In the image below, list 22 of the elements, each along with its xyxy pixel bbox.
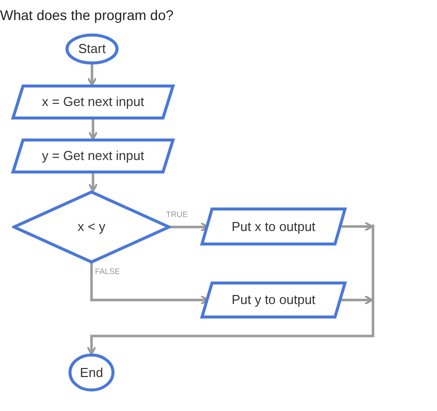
node-text: x = Get next input xyxy=(42,93,144,112)
node-text: Put y to output xyxy=(232,291,316,310)
node-text: End xyxy=(80,364,104,382)
node-text: x < y xyxy=(78,218,106,236)
input-output-parallelogram xyxy=(13,140,173,172)
node-text: Start xyxy=(78,40,106,58)
input-output-parallelogram xyxy=(13,86,173,118)
node-text: y = Get next input xyxy=(42,147,144,166)
edge-label: TRUE xyxy=(166,211,188,219)
arrow xyxy=(340,295,373,305)
title: What does the program do? xyxy=(0,6,174,25)
terminal-oval xyxy=(70,355,113,390)
terminal-oval xyxy=(67,35,117,63)
node-text: Put x to output xyxy=(232,218,316,236)
arrow xyxy=(88,118,98,140)
input-output-parallelogram xyxy=(202,283,345,317)
input-output-parallelogram xyxy=(202,209,345,244)
edge-label: FALSE xyxy=(95,268,120,276)
arrow xyxy=(88,172,98,192)
arrow xyxy=(340,222,373,232)
merge-line xyxy=(86,224,374,355)
arrow xyxy=(87,63,97,86)
